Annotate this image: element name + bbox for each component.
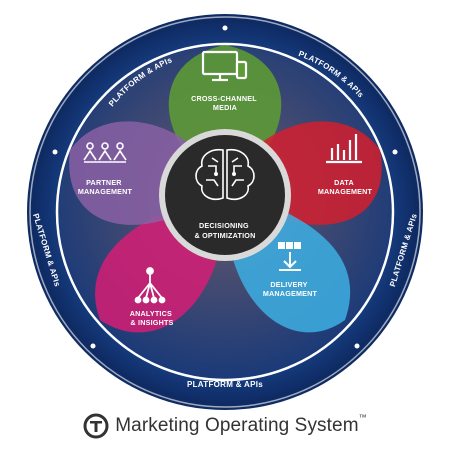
brain-icon — [195, 148, 255, 201]
ring-dots — [52, 25, 398, 349]
bar-chart-icon — [326, 134, 362, 164]
people-network-icon — [83, 142, 127, 163]
label-delivery-management: DELIVERY MANAGEMENT — [263, 280, 318, 298]
brand-name: Marketing Operating System™ — [115, 413, 367, 437]
footer-brand: Marketing Operating System™ — [0, 408, 450, 444]
ring-label-bottom: PLATFORM & APIs — [187, 380, 263, 389]
label-data-management: DATA MANAGEMENT — [318, 178, 373, 196]
center-circle[interactable] — [165, 135, 285, 255]
t1-logo — [83, 413, 109, 439]
label-cross-channel-media: CROSS-CHANNEL MEDIA — [191, 94, 259, 112]
marketing-os-diagram: PLATFORM & APIs PLATFORM & APIs PLATFORM… — [27, 14, 423, 410]
brand-text: Marketing Operating System — [115, 415, 359, 436]
label-decisioning-optimization: DECISIONING & OPTIMIZATION — [195, 221, 256, 240]
label-analytics-insights: ANALYTICS & INSIGHTS — [130, 309, 174, 327]
trademark: ™ — [358, 413, 367, 422]
label-partner-management: PARTNER MANAGEMENT — [78, 178, 133, 196]
monitor-phone-icon — [201, 50, 248, 82]
ring-inner-edge — [55, 42, 395, 382]
download-grid-icon — [278, 242, 301, 271]
network-tree-icon — [134, 267, 166, 304]
ring-outer-edge — [29, 16, 421, 408]
